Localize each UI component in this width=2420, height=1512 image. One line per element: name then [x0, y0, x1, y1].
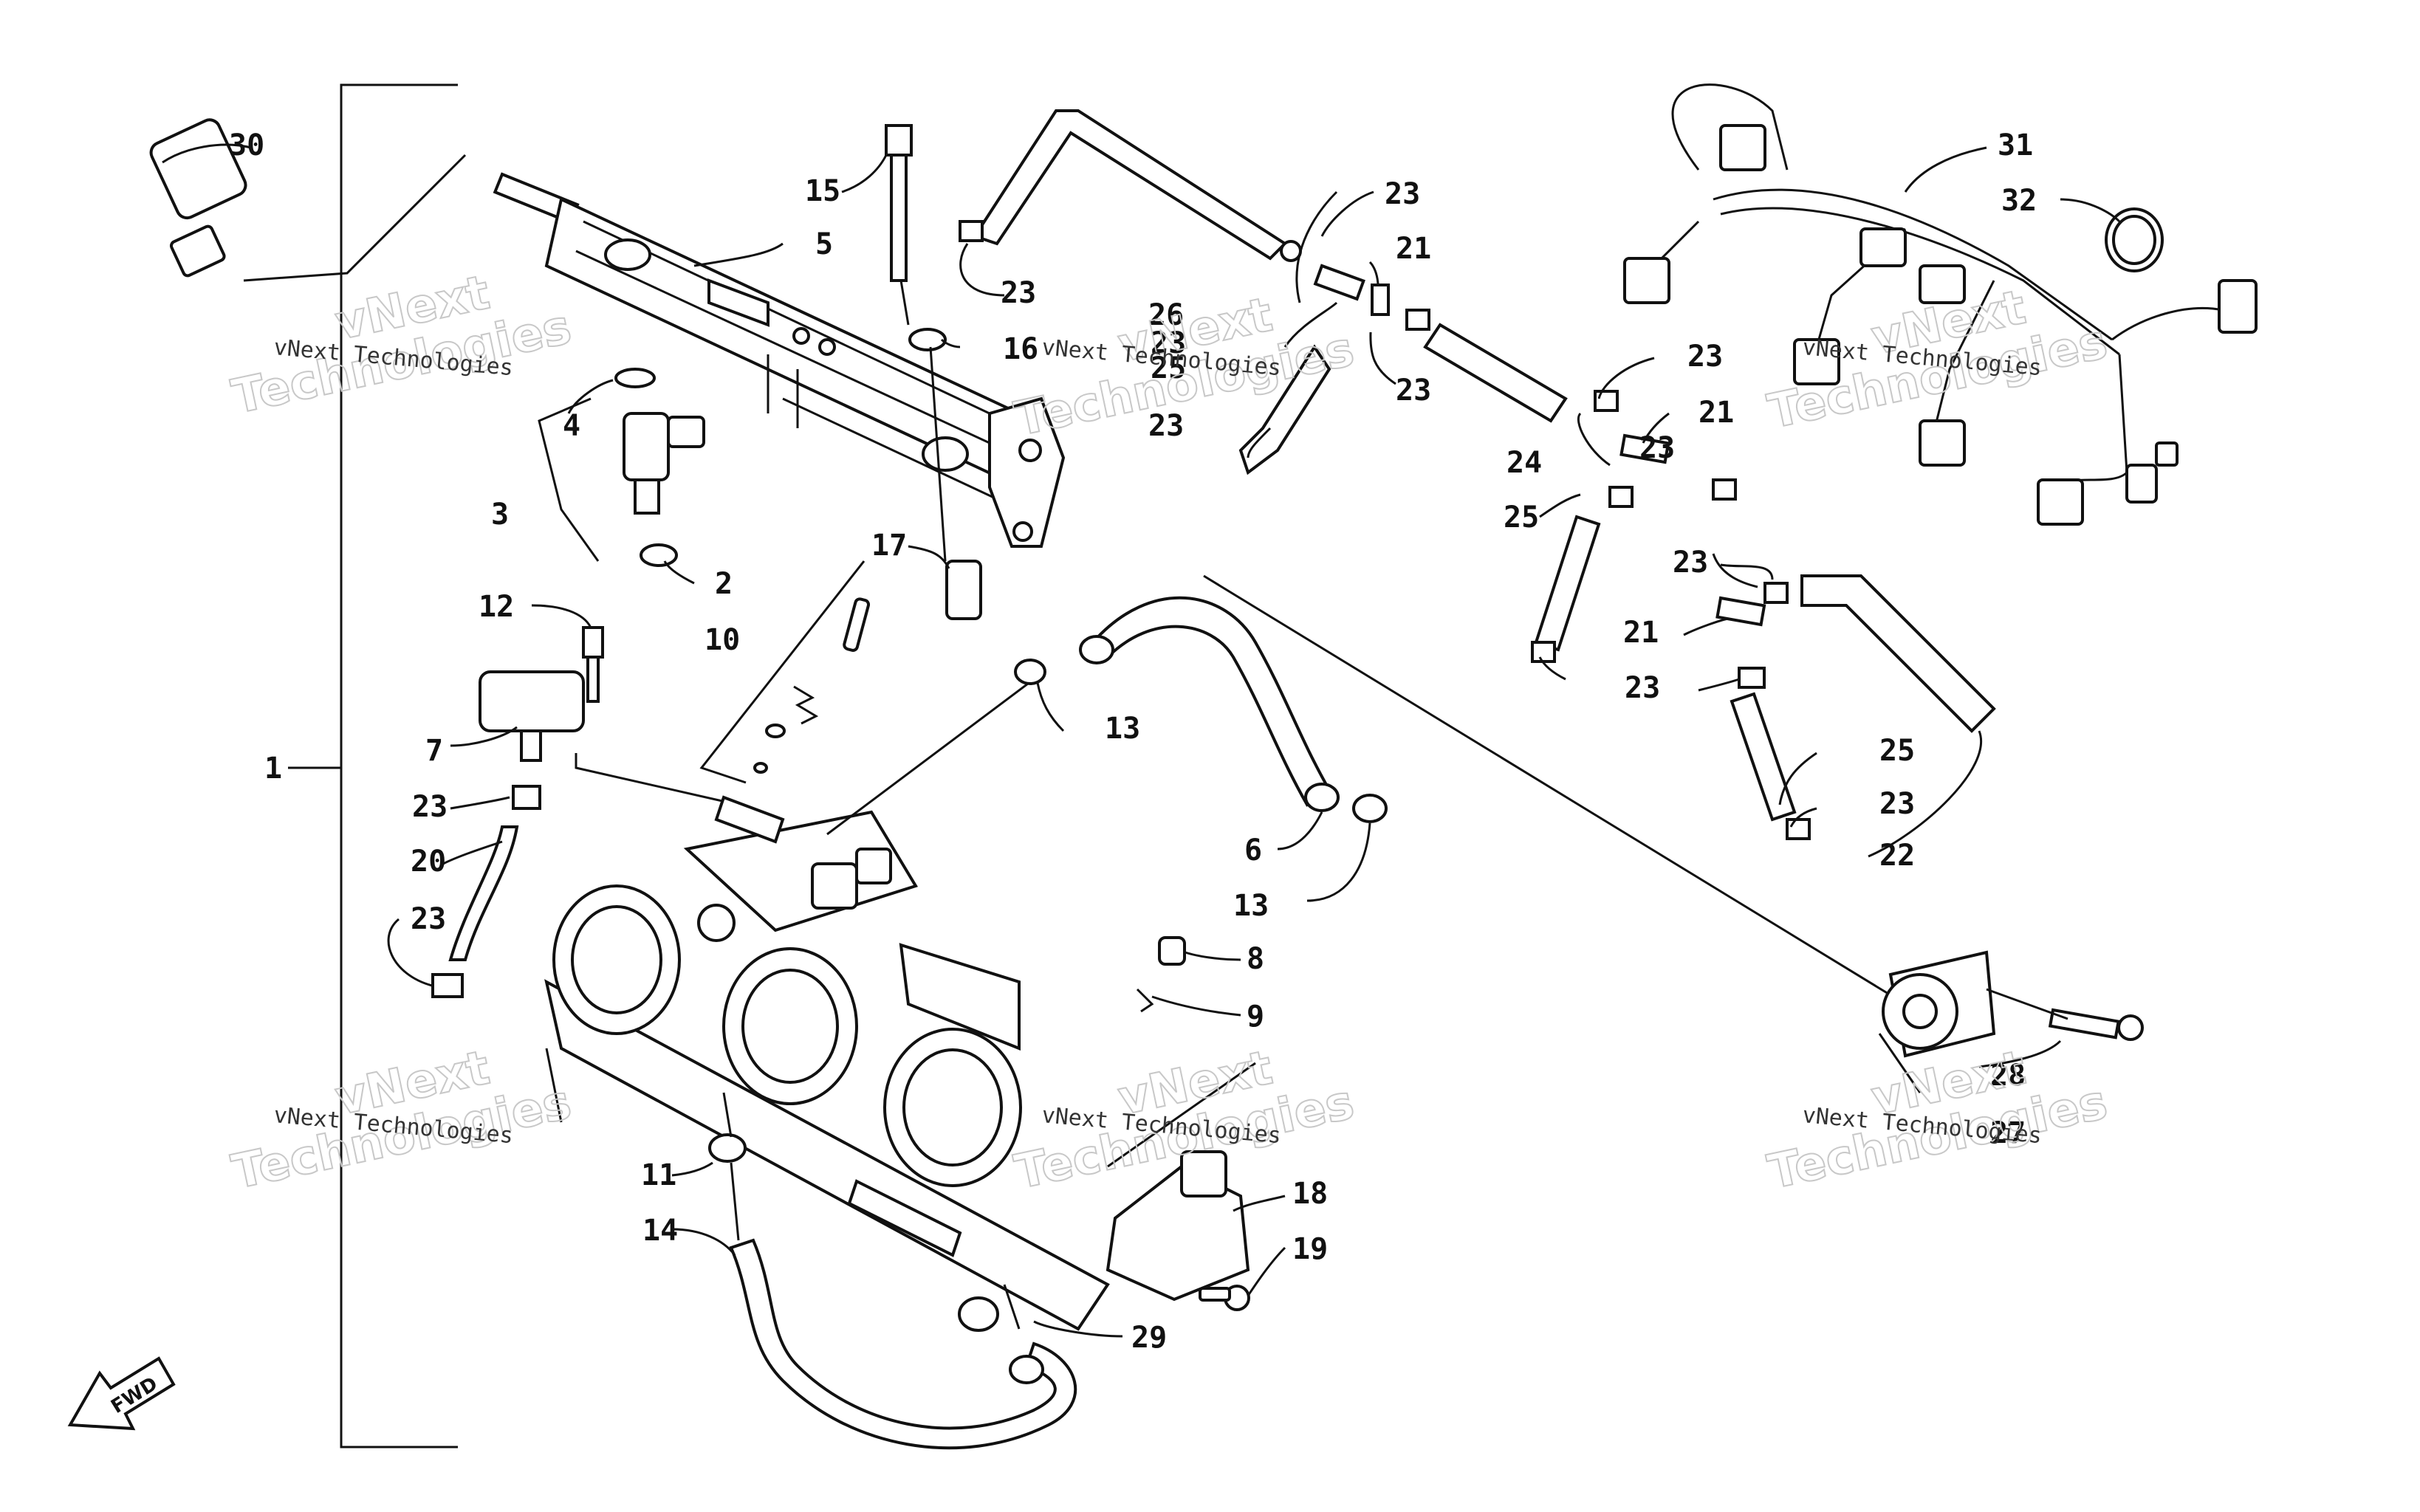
callout-27: 27 [1990, 1116, 2026, 1150]
callout-23a: 23 [1385, 177, 1420, 211]
callout-4: 4 [563, 409, 580, 443]
callout-21c: 21 [1623, 616, 1659, 650]
callout-18: 18 [1292, 1177, 1328, 1211]
callout-23j: 23 [411, 902, 446, 936]
bolt-and-spacers [885, 124, 982, 620]
callout-7: 7 [425, 734, 443, 768]
callout-23l: 23 [1639, 431, 1675, 465]
callout-23h: 23 [1879, 787, 1915, 821]
callout-14: 14 [642, 1214, 678, 1248]
callout-22: 22 [1879, 839, 1915, 873]
callout-21b: 21 [1699, 396, 1734, 430]
callout-labels: 1 2 3 4 5 6 7 8 9 10 11 12 13 13 14 15 1… [229, 128, 2037, 1355]
callout-8: 8 [1247, 942, 1264, 976]
callout-32: 32 [2001, 184, 2037, 218]
callout-23g: 23 [1625, 671, 1660, 705]
fuel-injector [538, 368, 705, 567]
throttle-body-assembly [544, 795, 1110, 1331]
callout-13a: 13 [1105, 712, 1140, 746]
callout-21a: 21 [1396, 232, 1431, 266]
callout-26: 26 [1148, 298, 1184, 332]
pressure-regulator [1878, 950, 2144, 1093]
callout-29: 29 [1131, 1321, 1167, 1355]
callout-15: 15 [805, 174, 840, 208]
callout-16: 16 [1003, 332, 1038, 366]
wiring-harness [1623, 83, 2258, 526]
callout-20: 20 [411, 845, 446, 879]
lower-return-hose [708, 1092, 1077, 1450]
callout-25b: 25 [1504, 501, 1539, 535]
throttle-sensor-group [431, 626, 739, 998]
callout-23e: 23 [1687, 340, 1723, 374]
callout-1: 1 [264, 752, 282, 786]
callout-10: 10 [705, 623, 740, 657]
callout-17: 17 [871, 529, 907, 563]
callout-23k: 23 [1151, 326, 1186, 360]
callout-5: 5 [815, 227, 833, 261]
callout-23b: 23 [1001, 276, 1036, 310]
callout-25c: 25 [1879, 734, 1915, 768]
cap-and-spring-pin [1136, 936, 1186, 1013]
callout-3: 3 [491, 498, 509, 532]
assembly-bracket [288, 83, 458, 1449]
callout-23d: 23 [1148, 409, 1184, 443]
callout-28: 28 [1990, 1059, 2026, 1093]
screw-spring-set [699, 560, 871, 784]
pressure-sensor [149, 118, 467, 282]
callout-30: 30 [229, 128, 264, 162]
clamp-ring [2105, 207, 2164, 272]
callout-23i: 23 [412, 790, 448, 824]
hose-clamps [1014, 659, 1388, 823]
callout-31: 31 [1998, 128, 2033, 162]
callout-13b: 13 [1233, 889, 1269, 923]
callout-23c: 23 [1396, 374, 1431, 408]
callout-11: 11 [641, 1158, 676, 1192]
idle-air-control-valve [1106, 1062, 1256, 1311]
callout-2: 2 [715, 567, 733, 601]
upper-vacuum-hose [959, 109, 1302, 262]
rail-mount-plate [988, 396, 1066, 548]
fuel-rail [493, 172, 1021, 511]
idle-air-hose [826, 596, 1340, 836]
callout-25a: 25 [1151, 351, 1186, 385]
callout-12: 12 [479, 590, 514, 624]
callout-23f: 23 [1673, 546, 1708, 580]
callout-24: 24 [1506, 446, 1542, 480]
callout-9: 9 [1247, 1000, 1264, 1034]
callout-leaders [162, 143, 2121, 1338]
forward-direction-indicator: FWD [67, 1356, 176, 1431]
callout-6: 6 [1244, 834, 1262, 867]
hose-network [1203, 264, 1996, 1006]
callout-19: 19 [1292, 1232, 1328, 1266]
